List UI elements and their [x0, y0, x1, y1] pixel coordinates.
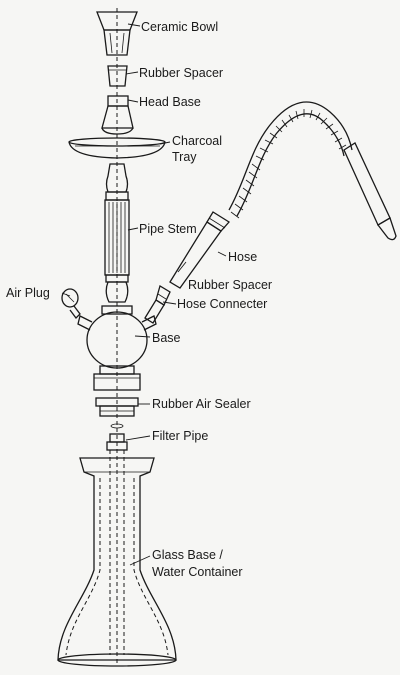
label-ceramic-bowl: Ceramic Bowl: [141, 20, 219, 34]
air-plug: [61, 288, 81, 319]
label-charcoal-tray-2: Tray: [172, 150, 197, 164]
hose: [169, 101, 397, 289]
label-base: Base: [152, 331, 181, 345]
label-hose-connecter: Hose Connecter: [177, 297, 268, 311]
label-pipe-stem: Pipe Stem: [139, 222, 197, 236]
label-head-base: Head Base: [139, 95, 201, 109]
filter-pipe: [106, 433, 128, 451]
ceramic-bowl: [96, 11, 138, 56]
label-hose: Hose: [228, 250, 258, 264]
charcoal-tray: [68, 137, 166, 159]
label-rubber-air-sealer: Rubber Air Sealer: [152, 397, 251, 411]
label-air-plug: Air Plug: [6, 286, 50, 300]
label-filter-pipe: Filter Pipe: [152, 429, 209, 443]
leader-lines: [61, 23, 227, 566]
head-base: [101, 95, 134, 135]
label-rubber-spacer-top: Rubber Spacer: [139, 66, 224, 80]
label-rubber-spacer-hose: Rubber Spacer: [188, 278, 273, 292]
rubber-air-sealer: [95, 397, 139, 429]
hose-connecter: [144, 285, 171, 324]
label-glass-base-2: Water Container: [152, 565, 243, 579]
rubber-spacer-top: [107, 65, 128, 87]
base-body: [77, 305, 157, 391]
pipe-stem: [104, 163, 130, 303]
label-glass-base-1: Glass Base /: [152, 548, 223, 562]
label-charcoal-tray-1: Charcoal: [172, 134, 223, 148]
glass-base: [57, 450, 177, 667]
